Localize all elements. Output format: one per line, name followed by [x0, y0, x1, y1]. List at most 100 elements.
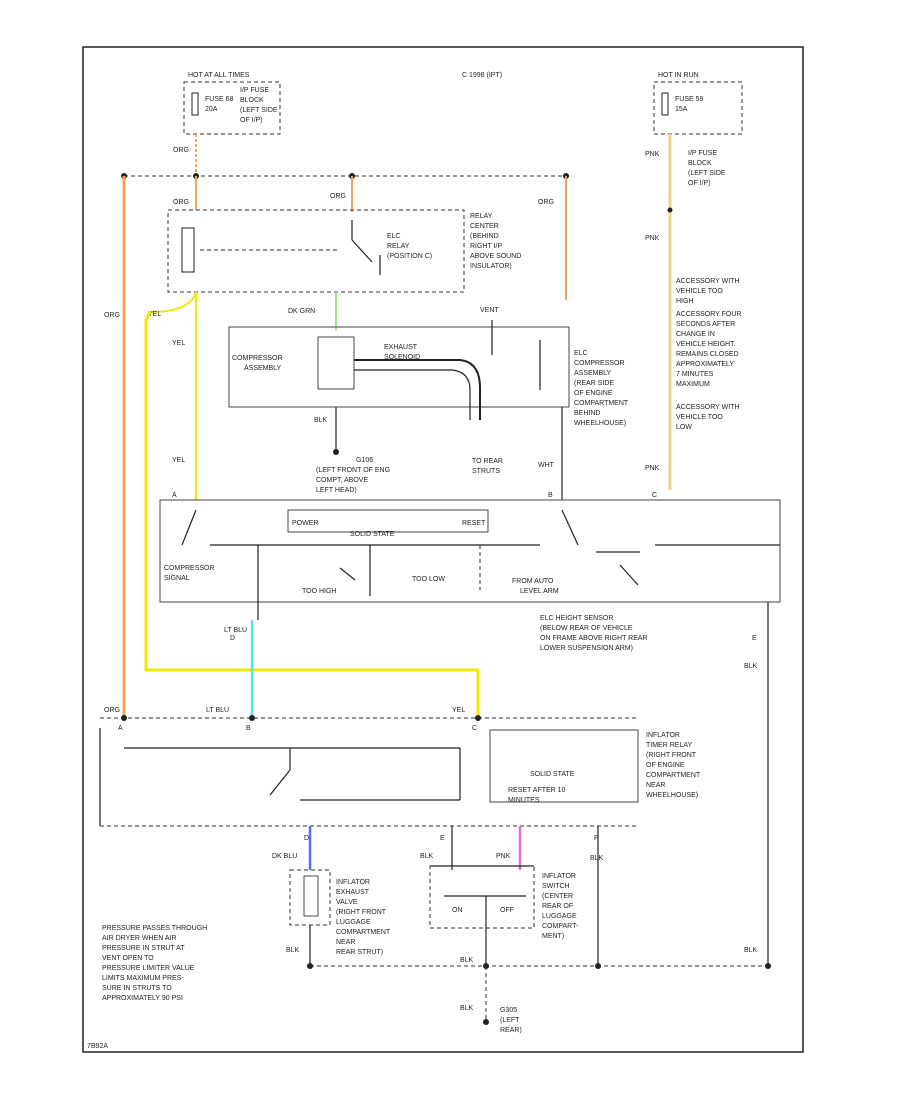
from-auto1: FROM AUTO — [512, 578, 554, 585]
sensor-loc2: (BELOW REAR OF VEHICLE — [540, 625, 633, 632]
g106-3: COMPT, ABOVE — [316, 477, 368, 484]
wire-lt-blu-code: LT BLU — [224, 627, 247, 634]
svg-text:PRESSURE LIMITER VALUE: PRESSURE LIMITER VALUE — [102, 965, 195, 972]
inflator-timer-relay: SOLID STATE RESET AFTER 10 MINUTES INFLA… — [99, 715, 701, 842]
timer-solid-state: SOLID STATE — [530, 771, 575, 778]
comp-label1: COMPRESSOR — [232, 355, 283, 362]
valve-loc7: NEAR — [336, 939, 355, 946]
height-sensor: POWER SOLID STATE RESET COMPRESSOR SIGNA… — [159, 492, 781, 652]
comp-signal2: SIGNAL — [164, 575, 190, 582]
inflator-switch: ON OFF INFLATOR SWITCH (CENTER REAR OF L… — [429, 865, 579, 966]
center-note: C 1998 (IPT) — [462, 72, 502, 79]
hot-in-run-label: HOT IN RUN — [658, 72, 699, 79]
too-high: TOO HIGH — [302, 588, 336, 595]
valve-loc6: COMPARTMENT — [336, 929, 391, 936]
fuse-left: FUSE 68 20A I/P FUSE BLOCK (LEFT SIDE OF… — [183, 81, 281, 135]
svg-text:ACCESSORY FOUR: ACCESSORY FOUR — [676, 311, 741, 318]
wire-org-comp: ORG — [538, 199, 554, 206]
wire-blk-ground: BLK — [460, 1005, 474, 1012]
sensor-loc4: LOWER SUSPENSION ARM) — [540, 645, 633, 652]
wire-pnk-switch: PNK — [496, 853, 511, 860]
valve-loc3: VALVE — [336, 899, 358, 906]
relay-loc5: ABOVE SOUND — [470, 253, 521, 260]
svg-text:APPROXIMATELY 90 PSI: APPROXIMATELY 90 PSI — [102, 995, 183, 1002]
comp-loc6: COMPARTMENT — [574, 400, 629, 407]
wire-blk-timer: BLK — [590, 855, 604, 862]
sensor-loc3: ON FRAME ABOVE RIGHT REAR — [540, 635, 648, 642]
switch-loc3: (CENTER — [542, 893, 573, 900]
comp-loc3: ASSEMBLY — [574, 370, 612, 377]
sensor-solid-state: SOLID STATE — [350, 531, 395, 538]
switch-loc5: LUGGAGE — [542, 913, 577, 920]
switch-loc1: INFLATOR — [542, 873, 576, 880]
switch-on[interactable]: ON — [452, 907, 463, 914]
fuse-right-line2: 15A — [675, 106, 688, 113]
wire-blk-bus: BLK — [460, 957, 474, 964]
comp-loc5: OF ENGINE — [574, 390, 613, 397]
compressor-assembly: COMPRESSOR ASSEMBLY EXHAUST SOLENOID VEN… — [228, 307, 629, 427]
svg-text:7 MINUTES: 7 MINUTES — [676, 371, 714, 378]
switch-loc7: MENT) — [542, 933, 564, 940]
valve-loc4: (RIGHT FRONT — [336, 909, 387, 916]
g305-3: REAR) — [500, 1027, 522, 1034]
fuse-right-note1: I/P FUSE — [688, 150, 717, 157]
fuse-right: FUSE 59 15A I/P FUSE BLOCK (LEFT SIDE OF… — [653, 81, 743, 187]
relay-loc3: (BEHIND — [470, 233, 499, 240]
fuse-right-line1: FUSE 59 — [675, 96, 704, 103]
comp-loc2: COMPRESSOR — [574, 360, 625, 367]
sensor-operation-note: ACCESSORY WITH VEHICLE TOO HIGH ACCESSOR… — [676, 278, 741, 431]
wire-org-relay: ORG — [173, 199, 189, 206]
sensor-pin-b: B — [548, 492, 553, 499]
comp-loc8: WHEELHOUSE) — [574, 420, 626, 427]
g305-1: G305 — [500, 1007, 517, 1014]
svg-text:VENT OPEN TO: VENT OPEN TO — [102, 955, 154, 962]
svg-text:REMAINS CLOSED: REMAINS CLOSED — [676, 351, 739, 358]
g106-2: (LEFT FRONT OF ENG — [316, 467, 390, 474]
relay-loc6: INSULATOR) — [470, 263, 512, 270]
svg-text:VEHICLE TOO: VEHICLE TOO — [676, 288, 723, 295]
timer-pin-e: E — [440, 835, 445, 842]
exhaust-label1: EXHAUST — [384, 344, 418, 351]
valve-loc2: EXHAUST — [336, 889, 370, 896]
wire-blk-comp: BLK — [314, 417, 328, 424]
svg-text:ACCESSORY WITH: ACCESSORY WITH — [676, 404, 740, 411]
valve-loc8: REAR STRUT) — [336, 949, 383, 956]
wire-org-left2: ORG — [104, 707, 120, 714]
diagram-code: 7B92A — [87, 1043, 108, 1050]
svg-text:LIMITS MAXIMUM PRES-: LIMITS MAXIMUM PRES- — [102, 975, 184, 982]
wire-dkgrn: DK GRN — [288, 308, 315, 315]
wire-pnk-3: PNK — [645, 465, 660, 472]
valve-loc1: INFLATOR — [336, 879, 370, 886]
sensor-pin-a: A — [172, 492, 177, 499]
wire-yel-3: YEL — [172, 457, 185, 464]
timer-pin-a: A — [118, 725, 123, 732]
svg-text:AIR DRYER WHEN AIR: AIR DRYER WHEN AIR — [102, 935, 177, 942]
to-rear-struts2: STRUTS — [472, 468, 500, 475]
wire-pnk-1: PNK — [645, 151, 660, 158]
svg-text:VEHICLE TOO: VEHICLE TOO — [676, 414, 723, 421]
svg-text:SECONDS AFTER: SECONDS AFTER — [676, 321, 735, 328]
wire-yel-1: YEL — [148, 311, 161, 318]
fuse-left-line2: 20A — [205, 106, 218, 113]
ground-g305 — [483, 1019, 489, 1025]
switch-off[interactable]: OFF — [500, 907, 514, 914]
wire-yel-timer: YEL — [452, 707, 465, 714]
fuse-left-note4: OF I/P) — [240, 117, 263, 124]
switch-loc4: REAR OF — [542, 903, 573, 910]
wire-org-relay2: ORG — [330, 193, 346, 200]
fuse-right-note2: BLOCK — [688, 160, 712, 167]
svg-text:PRESSURE IN STRUT AT: PRESSURE IN STRUT AT — [102, 945, 185, 952]
relay-name1: ELC — [387, 233, 401, 240]
wire-dk-blu: DK BLU — [272, 853, 297, 860]
svg-text:HIGH: HIGH — [676, 298, 694, 305]
wire-blk-right2: BLK — [744, 947, 758, 954]
switch-loc6: COMPART- — [542, 923, 579, 930]
svg-text:APPROXIMATELY: APPROXIMATELY — [676, 361, 734, 368]
svg-text:ACCESSORY WITH: ACCESSORY WITH — [676, 278, 740, 285]
sensor-pin-c: C — [652, 492, 657, 499]
switch-loc2: SWITCH — [542, 883, 570, 890]
fuse-right-note4: OF I/P) — [688, 180, 711, 187]
g106-4: LEFT HEAD) — [316, 487, 357, 494]
relay-name3: (POSITION C) — [387, 253, 432, 260]
